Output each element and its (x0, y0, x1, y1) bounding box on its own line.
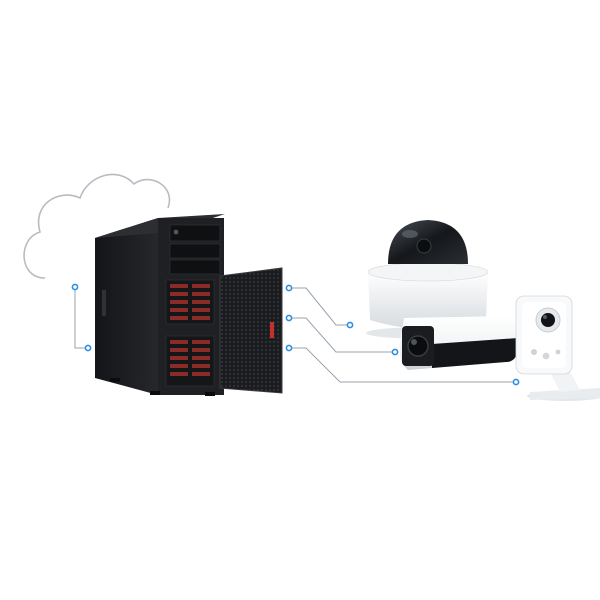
server-side-vent (102, 290, 106, 316)
drive-bay (169, 224, 221, 242)
server-foot (110, 378, 120, 382)
connector-dot (71, 283, 79, 291)
bullet-camera-icon (399, 316, 518, 370)
drive-bay (169, 259, 221, 275)
dome-highlight (402, 230, 418, 238)
connector-lines (74, 287, 516, 383)
disk-cage (165, 335, 215, 387)
connector-server-bullet (289, 317, 395, 353)
cloud-icon (23, 173, 171, 279)
power-button (173, 229, 179, 235)
door-handle (270, 322, 274, 338)
dome-lens (416, 238, 432, 254)
connector-server-cube (289, 347, 516, 383)
cube-led (542, 352, 550, 360)
cube-lens (541, 313, 555, 327)
drive-bay (169, 243, 221, 259)
disk-slots (170, 340, 210, 376)
bullet-lens (407, 335, 429, 357)
cube-lens-glint (543, 315, 547, 319)
cube-mic (555, 349, 561, 355)
bullet-stripe (432, 338, 518, 368)
cube-sensor (531, 349, 537, 355)
tower-server-icon (95, 214, 283, 396)
bullet-lens-glint (411, 339, 417, 345)
server-side-panel (95, 218, 158, 395)
connector-dot (512, 378, 520, 386)
server-foot (205, 392, 215, 396)
server-foot (150, 391, 160, 395)
cube-camera-icon (515, 295, 600, 401)
dome-base-top (367, 262, 489, 282)
connector-dot (285, 284, 293, 292)
connector-server-dome (289, 287, 350, 326)
connector-dot (84, 344, 92, 352)
connector-dots (71, 283, 520, 386)
server-door (219, 267, 283, 394)
dome-base (368, 272, 488, 329)
connector-dot (285, 314, 293, 322)
dome-camera-icon (366, 220, 490, 339)
connector-dot (391, 348, 399, 356)
connector-cloud-server (74, 287, 88, 349)
connector-dot (285, 344, 293, 352)
disk-slots (170, 284, 210, 320)
connector-dot (346, 321, 354, 329)
cube-stand (530, 388, 600, 400)
